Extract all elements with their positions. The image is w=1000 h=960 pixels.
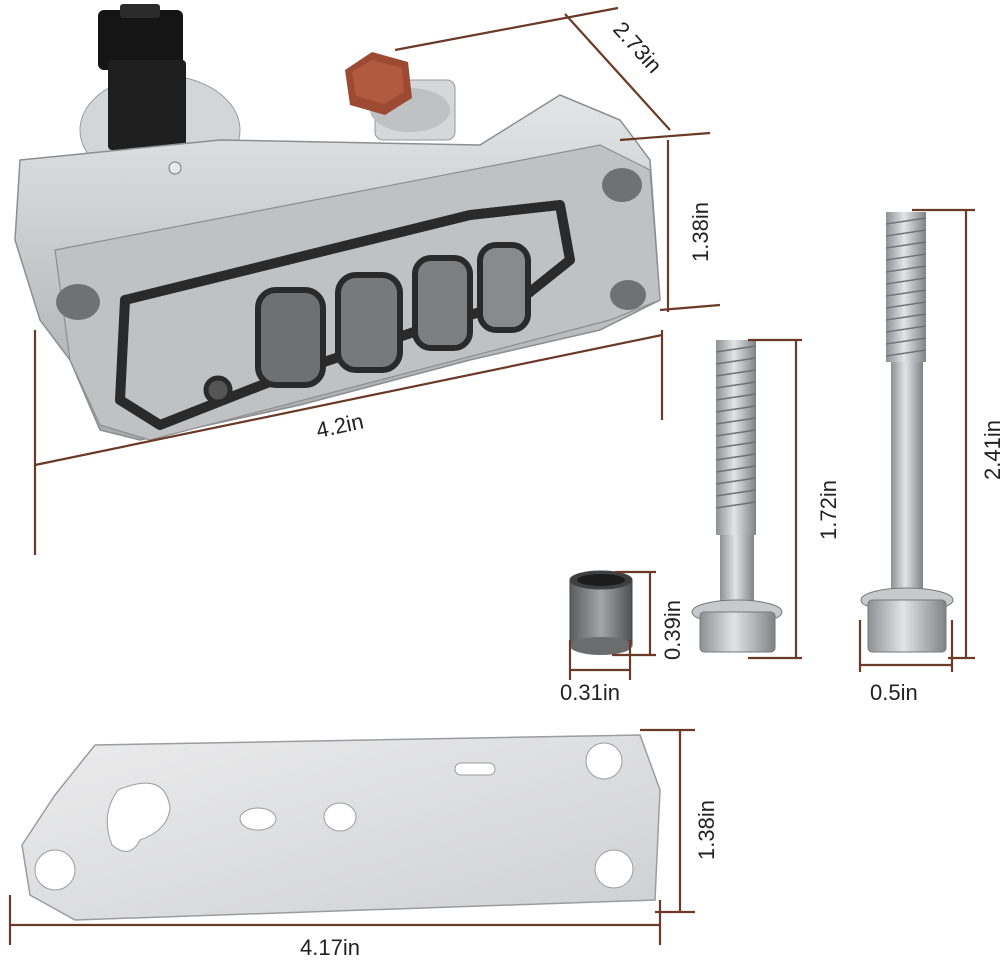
plate-height-label: 1.38in [694, 800, 719, 860]
short-bolt-image [691, 340, 783, 653]
vtec-solenoid-image [14, 4, 661, 441]
short-bolt-dimension [748, 338, 802, 660]
solenoid-length-label: 4.2in [314, 409, 366, 443]
solenoid-dimension-lines [33, 6, 721, 555]
black-connector [98, 4, 186, 150]
gasket-plate-image [21, 734, 661, 921]
sleeve-height-label: 0.39in [660, 600, 685, 660]
short-bolt-length-label: 1.72in [816, 480, 841, 540]
plate-length-label: 4.17in [300, 935, 360, 960]
sleeve-dimension-lines [568, 570, 656, 680]
long-bolt-length-label: 2.41in [980, 420, 1000, 480]
solenoid-height-label: 1.38in [688, 202, 713, 262]
depth-dimension-label: 2.73in [608, 17, 667, 78]
bolt-head-dimension [858, 620, 954, 672]
long-bolt-image [860, 212, 954, 653]
solenoid-ports [203, 242, 531, 405]
plate-dimension-lines [8, 728, 695, 945]
sleeve-image [569, 570, 633, 655]
sleeve-width-label: 0.31in [560, 680, 620, 705]
pressure-switch [345, 52, 456, 141]
bolt-head-width-label: 0.5in [870, 680, 918, 705]
